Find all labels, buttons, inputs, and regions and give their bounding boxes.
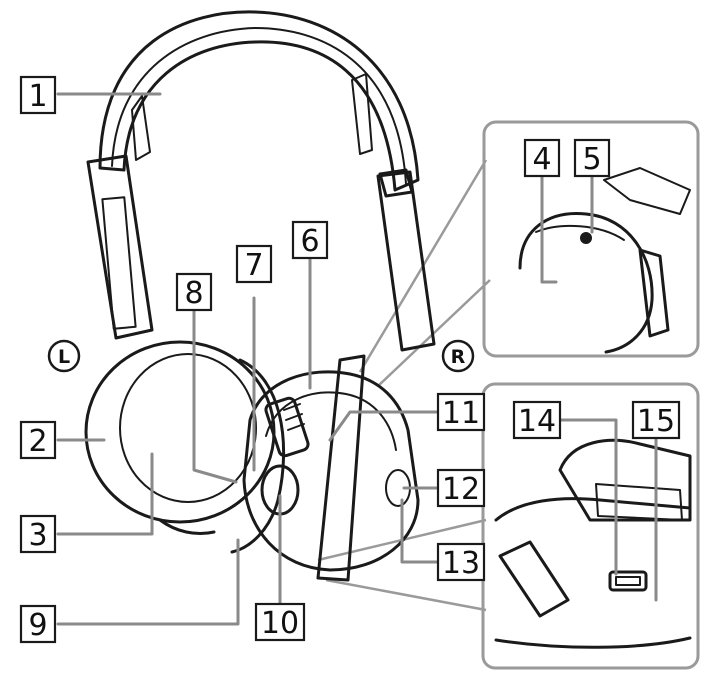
callout-label: 13 [442,546,480,581]
callout-4: 4 [525,140,559,177]
right-side-indicator: R [443,341,473,371]
side-label-right: R [451,346,466,368]
callout-label: 7 [244,248,263,283]
callout-3: 3 [21,516,55,553]
callout-label: 1 [28,79,47,114]
callout-7: 7 [237,246,271,283]
callout-8: 8 [177,274,211,311]
callout-label: 2 [28,424,47,459]
callout-label: 9 [28,608,47,643]
callout-5: 5 [575,140,609,177]
button-dot-icon [580,232,592,244]
callout-15: 15 [633,402,679,439]
callout-label: 3 [28,518,47,553]
callout-label: 8 [184,276,203,311]
right-housing-drawing [244,356,418,580]
callout-label: 5 [582,142,601,177]
callout-14: 14 [514,402,560,439]
callout-label: 11 [442,396,480,431]
callout-11: 11 [438,394,484,431]
callout-label: 6 [300,224,319,259]
callout-label: 15 [637,404,675,439]
callout-label: 12 [442,472,480,507]
callout-6: 6 [293,222,327,259]
callout-12: 12 [438,470,484,507]
callout-1: 1 [21,77,55,114]
callout-13: 13 [438,544,484,581]
callout-2: 2 [21,422,55,459]
zoom-guide-line [326,580,486,610]
left-side-indicator: L [49,341,79,371]
callout-10: 10 [256,604,304,641]
side-label-left: L [58,346,70,368]
callout-9: 9 [21,606,55,643]
headband-drawing [88,12,434,350]
callout-label: 4 [532,142,551,177]
callout-label: 10 [261,606,299,641]
callout-label: 14 [518,404,556,439]
